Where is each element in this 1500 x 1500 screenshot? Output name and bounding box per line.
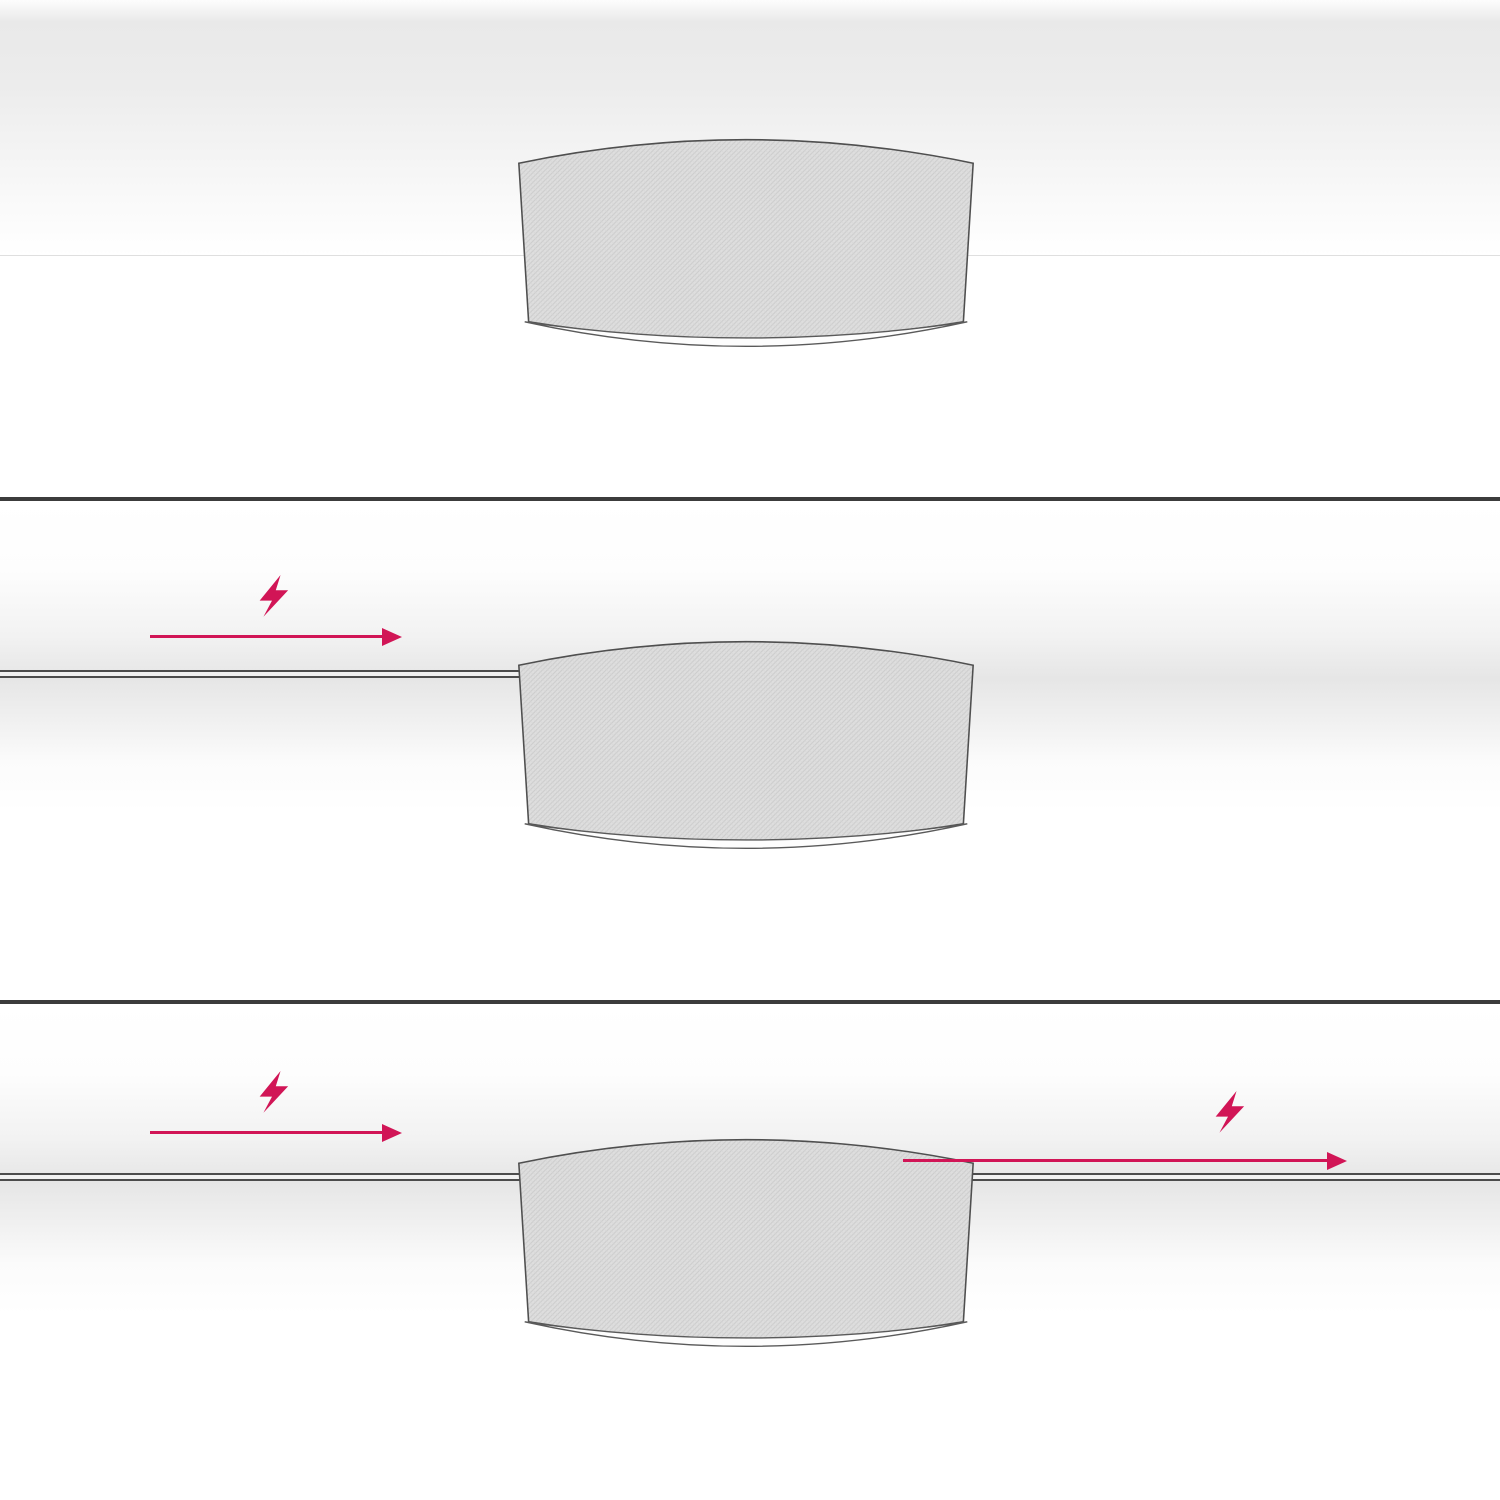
panel-divider: [0, 1000, 1500, 1004]
current-flow-arrow-left: [150, 635, 382, 638]
current-flow-arrow-left: [150, 1131, 382, 1134]
panel-lampshade-cable-pass-through: [0, 1004, 1500, 1500]
panel-divider: [0, 497, 1500, 501]
lightning-bolt-icon: [1209, 1087, 1247, 1133]
power-cable-left: [0, 670, 521, 678]
panel-lampshade-cable-left: [0, 501, 1500, 1000]
lightning-bolt-icon: [253, 1067, 291, 1113]
drum-lampshade: [511, 628, 981, 863]
lightning-bolt-icon: [253, 571, 291, 617]
current-flow-arrow-right: [903, 1159, 1327, 1162]
panel-lampshade-no-cable: [0, 0, 1500, 497]
drum-lampshade: [511, 126, 981, 361]
